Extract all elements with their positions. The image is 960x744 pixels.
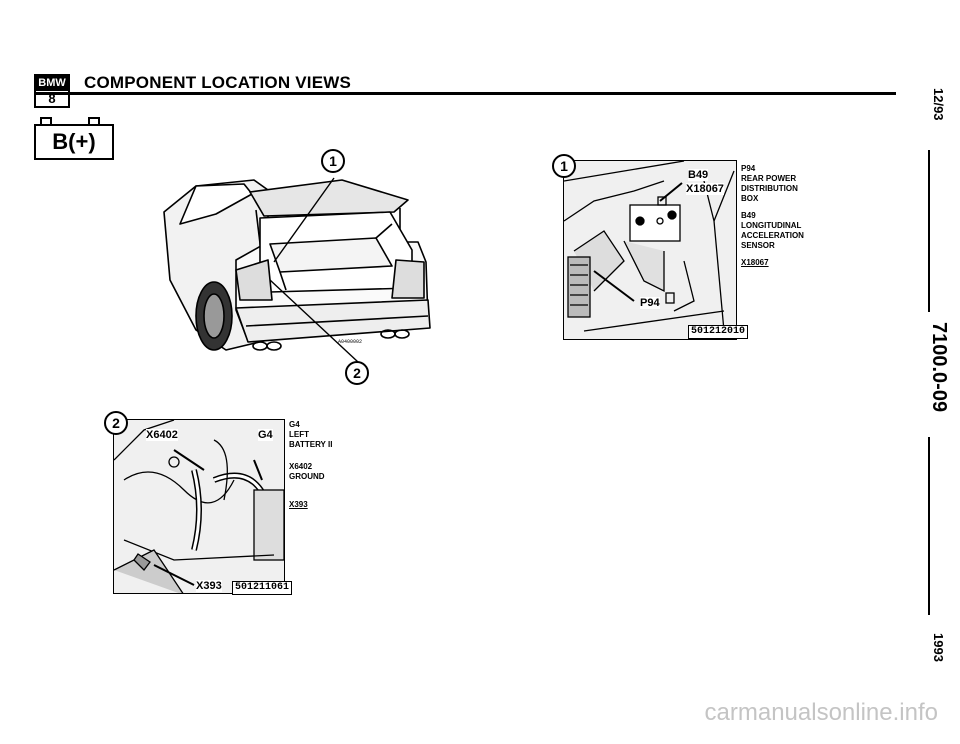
header-rule xyxy=(34,92,896,95)
photo-ref-number: 501211061 xyxy=(232,581,293,595)
battery-terminal-icon xyxy=(88,117,100,124)
margin-section-number: 7100.0-09 xyxy=(928,322,950,413)
battery-terminal-icon xyxy=(40,117,52,124)
callout-1: 1 xyxy=(321,149,345,173)
margin-year: 1993 xyxy=(931,633,946,662)
label-b49: B49 xyxy=(688,169,709,181)
badge-brand: BMW xyxy=(36,76,68,91)
battery-positive-symbol: B(+) xyxy=(34,124,114,160)
battery-detail-drawing xyxy=(114,420,284,593)
label-x6402: X6402 xyxy=(146,429,178,441)
battery-legend: G4 LEFT BATTERY II X6402 GROUND X393 xyxy=(289,420,332,517)
car-illustration xyxy=(156,150,446,390)
label-g4: G4 xyxy=(258,429,273,441)
car-rear-drawing xyxy=(163,177,431,363)
legend-item-x393: X393 xyxy=(289,500,308,509)
trunk-legend: P94 REAR POWER DISTRIBUTION BOX B49 LONG… xyxy=(741,164,804,275)
label-x393: X393 xyxy=(196,580,222,592)
callout-1-trunk: 1 xyxy=(552,154,576,178)
page-title: COMPONENT LOCATION VIEWS xyxy=(84,73,352,92)
callout-2-battery: 2 xyxy=(104,411,128,435)
legend-item-x6402: X6402 GROUND xyxy=(289,462,325,481)
label-x18067: X18067 xyxy=(686,183,724,195)
legend-item-b49: B49 LONGITUDINAL ACCELERATION SENSOR xyxy=(741,211,804,250)
label-p94: P94 xyxy=(640,297,660,309)
margin-rule xyxy=(928,150,930,312)
photo-battery-detail xyxy=(113,419,285,594)
margin-date: 12/93 xyxy=(931,88,946,121)
watermark: carmanualsonline.info xyxy=(704,699,938,726)
car-figure-ref: A0400002 xyxy=(338,339,363,345)
legend-item-x18067: X18067 xyxy=(741,258,769,267)
legend-item-p94: P94 REAR POWER DISTRIBUTION BOX xyxy=(741,164,798,203)
badge-model: 8 xyxy=(48,91,56,106)
bmw-8-badge: BMW 8 xyxy=(34,74,70,108)
margin-rule xyxy=(928,437,930,615)
legend-item-g4: G4 LEFT BATTERY II xyxy=(289,420,333,449)
callout-2: 2 xyxy=(345,361,369,385)
photo-ref-number: 501212010 xyxy=(688,325,749,339)
